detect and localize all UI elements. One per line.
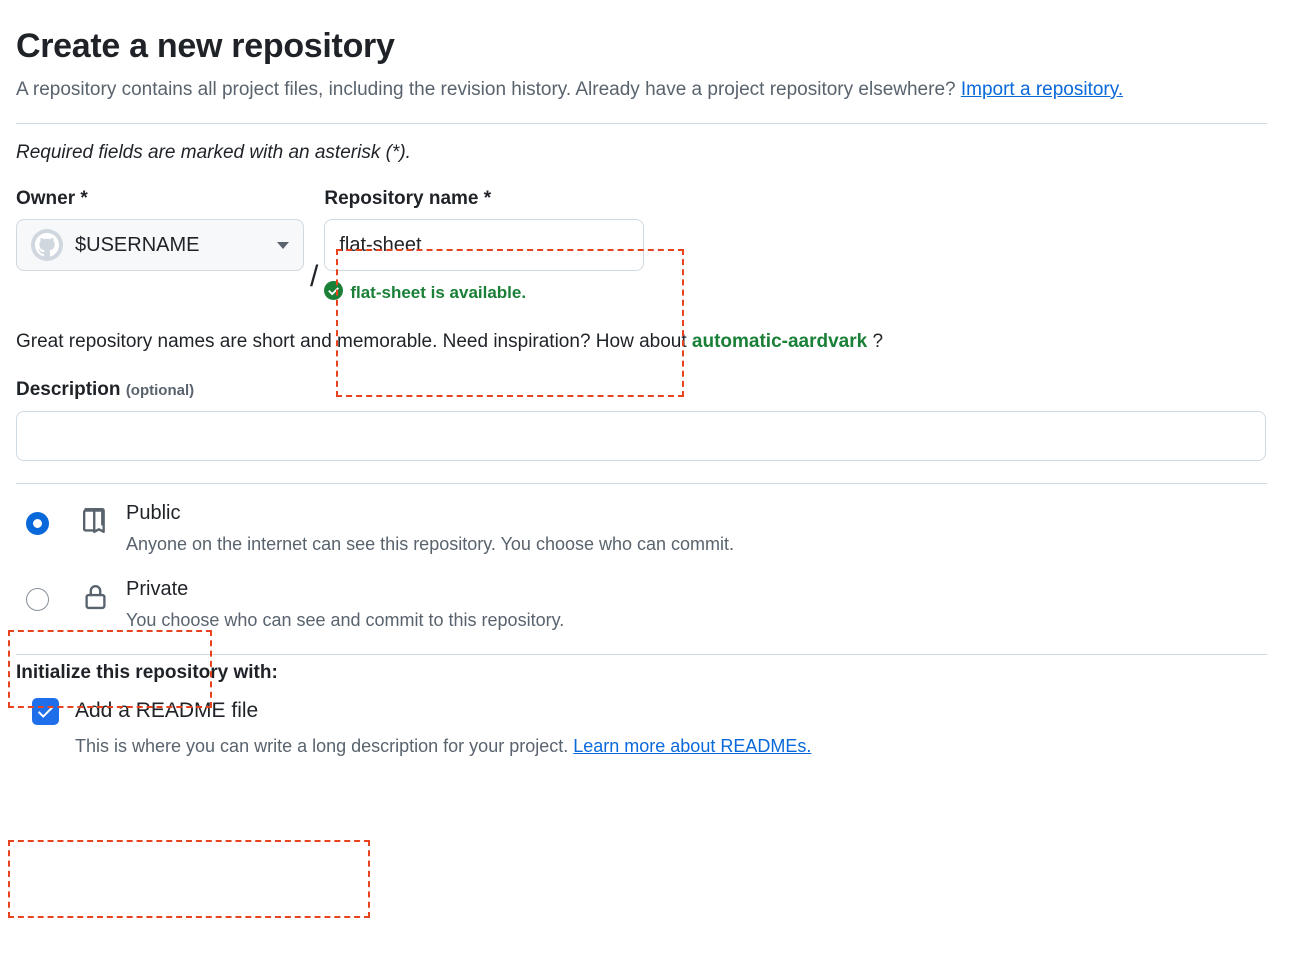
- private-radio[interactable]: [26, 588, 49, 612]
- owner-field: Owner * $USERNAME: [16, 188, 304, 272]
- readme-checkbox[interactable]: [32, 697, 59, 725]
- readme-checkbox-label: Add a README file: [75, 699, 259, 723]
- visibility-option-private[interactable]: Private You choose who can see and commi…: [16, 558, 1282, 634]
- public-title: Public: [126, 502, 181, 525]
- availability-message: flat-sheet is available.: [350, 283, 527, 303]
- visibility-section: Public Anyone on the internet can see th…: [16, 484, 1282, 634]
- visibility-divider: [16, 654, 1267, 656]
- description-divider: [16, 483, 1267, 485]
- header-divider: [16, 122, 1267, 124]
- repository-name-field: Repository name * flat-sheet is availabl…: [324, 187, 645, 306]
- private-description: You choose who can see and commit to thi…: [126, 610, 565, 631]
- page-description: A repository contains all project files,…: [16, 76, 1191, 105]
- book-icon: [81, 506, 110, 540]
- readme-help-text-body: This is where you can write a long descr…: [75, 735, 574, 756]
- private-text-group: Private You choose who can see and commi…: [126, 568, 564, 634]
- visibility-option-public[interactable]: Public Anyone on the internet can see th…: [16, 484, 1282, 558]
- description-optional-tag: (optional): [125, 382, 195, 400]
- suggestion-prefix: Great repository names are short and mem…: [16, 331, 692, 353]
- owner-label: Owner *: [16, 187, 88, 209]
- readme-help-text: This is where you can write a long descr…: [75, 734, 1282, 759]
- initialize-title: Initialize this repository with:: [16, 662, 278, 684]
- private-title: Private: [126, 578, 189, 601]
- public-text-group: Public Anyone on the internet can see th…: [126, 492, 734, 558]
- availability-status: flat-sheet is available.: [324, 281, 644, 305]
- description-label-text: Description: [16, 379, 121, 401]
- owner-select[interactable]: $USERNAME: [16, 219, 304, 272]
- description-field: Description (optional): [16, 379, 1282, 462]
- import-repository-link[interactable]: Import a repository.: [960, 78, 1124, 100]
- initialize-section-highlight: [8, 840, 370, 918]
- check-circle-icon: [324, 281, 344, 305]
- readme-learn-more-link[interactable]: Learn more about READMEs.: [573, 735, 812, 756]
- readme-checkbox-row[interactable]: Add a README file: [16, 697, 1282, 725]
- repository-name-suggestion: Great repository names are short and mem…: [16, 331, 1282, 353]
- suggested-repository-name[interactable]: automatic-aardvark: [691, 331, 868, 353]
- repository-name-label: Repository name *: [324, 187, 492, 209]
- required-fields-note: Required fields are marked with an aster…: [16, 141, 411, 163]
- chevron-down-icon: [277, 241, 289, 249]
- page-title: Create a new repository: [16, 27, 395, 65]
- suggestion-suffix: ?: [867, 331, 884, 353]
- owner-repo-row: Owner * $USERNAME / Repository name *: [16, 188, 1282, 306]
- description-label: Description (optional): [16, 379, 1282, 402]
- lock-icon: [81, 582, 110, 616]
- description-input[interactable]: [16, 411, 1266, 462]
- owner-name-value: $USERNAME: [75, 233, 200, 256]
- create-repository-page: Create a new repository A repository con…: [8, 27, 1282, 918]
- initialize-section: Initialize this repository with: Add a R…: [16, 661, 1282, 759]
- owner-repo-separator: /: [310, 260, 319, 294]
- public-radio[interactable]: [26, 512, 49, 536]
- page-description-text: A repository contains all project files,…: [16, 78, 961, 100]
- octocat-avatar-icon: [31, 229, 63, 262]
- public-description: Anyone on the internet can see this repo…: [126, 534, 735, 555]
- repository-name-input[interactable]: [324, 219, 645, 272]
